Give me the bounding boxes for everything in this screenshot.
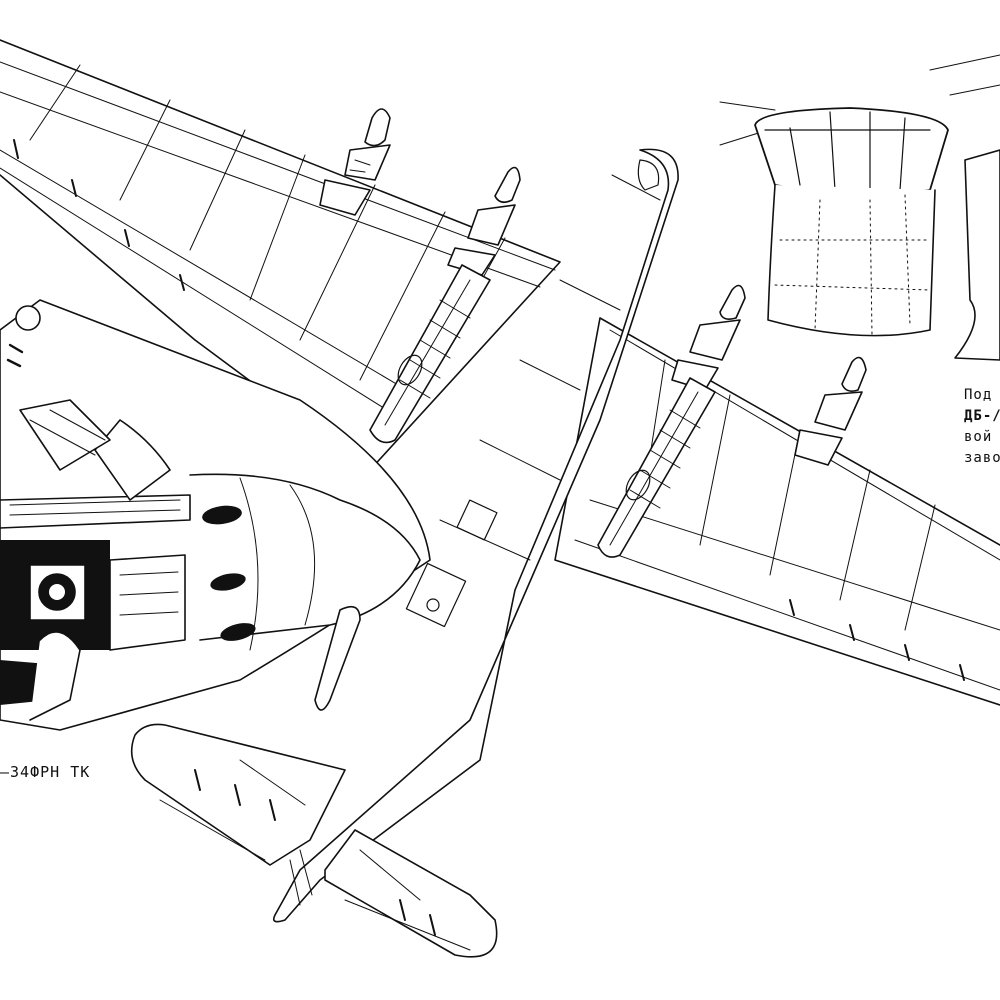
engine-nacelle-inner-left	[370, 168, 520, 443]
caption-line: заво	[964, 450, 1000, 466]
caption-line: Под	[964, 387, 993, 403]
turret-inset	[720, 55, 1000, 360]
engine-nacelle-outer-left	[320, 109, 390, 215]
engine-cutaway	[0, 300, 430, 730]
caption-line: вой	[964, 429, 993, 445]
horizontal-stabilizer-right	[325, 830, 497, 957]
engine-designation-label: –34ФРН ТК	[0, 763, 91, 781]
caption-line: ДБ-/	[964, 408, 1000, 424]
left-wing	[0, 40, 560, 470]
fuselage	[274, 149, 678, 921]
caption-text: Под ДБ-/ вой заво	[964, 385, 1000, 469]
engine-nacelle-outer-right	[795, 358, 866, 466]
horizontal-stabilizer-left	[132, 724, 345, 865]
engine-nacelle-inner-right	[598, 286, 745, 558]
